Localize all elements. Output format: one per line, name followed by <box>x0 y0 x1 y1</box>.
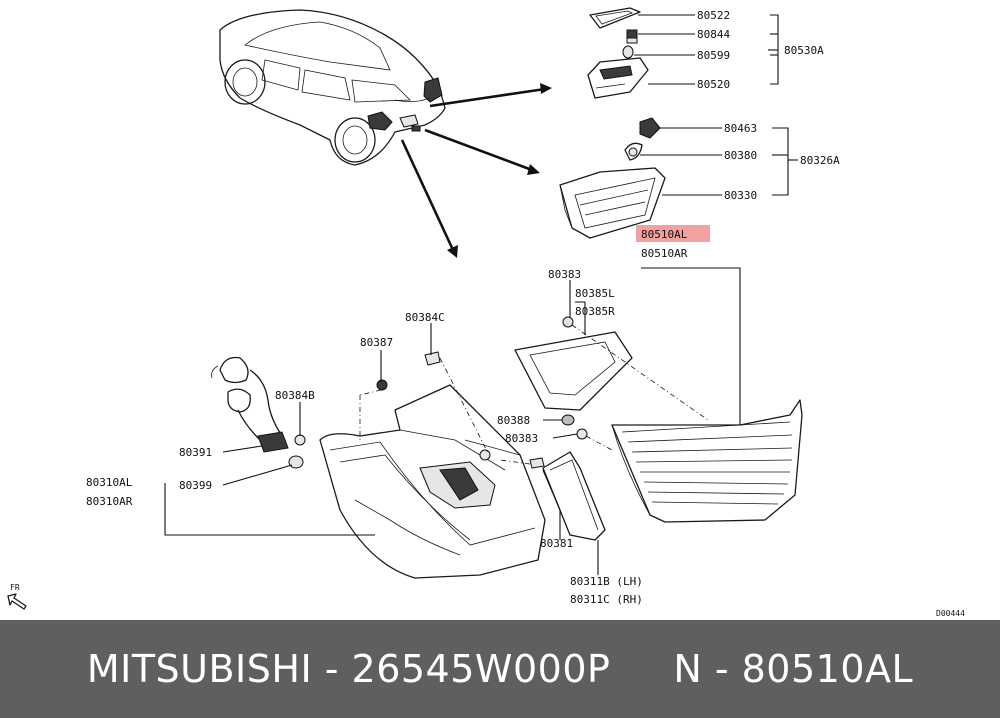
clip-80388 <box>561 414 575 426</box>
label-80599: 80599 <box>697 49 730 62</box>
label-80385l: 80385L <box>575 287 615 300</box>
label-80844: 80844 <box>697 28 730 41</box>
diagram-code: D00444 <box>936 609 965 618</box>
fr-arrow-icon <box>7 593 27 610</box>
inner-tail-lamp <box>611 399 803 523</box>
outer-tail-lamp <box>319 384 546 579</box>
screw-80384c <box>424 351 441 366</box>
label-80391: 80391 <box>179 446 212 459</box>
label-80385r: 80385R <box>575 305 615 318</box>
label-80310al: 80310AL <box>86 476 133 489</box>
label-80311b: 80311B (LH) <box>570 575 643 588</box>
label-80388: 80388 <box>497 414 530 427</box>
label-80387: 80387 <box>360 336 393 349</box>
label-80330: 80330 <box>724 189 757 202</box>
nut-80387 <box>376 379 388 391</box>
inner-lamp-leaders <box>543 267 741 451</box>
clip-80383 <box>576 428 588 440</box>
label-80383-top: 80383 <box>548 268 581 281</box>
fastener-lamp <box>479 449 491 461</box>
license-lamp-leaders <box>634 14 779 85</box>
fr-label: FR <box>10 583 20 592</box>
screw-80381 <box>529 457 545 469</box>
label-80383-mid: 80383 <box>505 432 538 445</box>
license-lamp-assembly <box>587 7 649 99</box>
footer-part-number: MITSUBISHI - 26545W000P N - 80510AL <box>86 647 914 691</box>
front-direction-indicator: FR <box>7 583 27 610</box>
backup-lamp-leaders <box>640 127 798 196</box>
label-80463: 80463 <box>724 122 757 135</box>
label-80384b: 80384B <box>275 389 315 402</box>
label-80311c: 80311C (RH) <box>570 593 643 606</box>
outer-lamp-trim <box>542 451 606 541</box>
label-80530a: 80530A <box>784 44 824 57</box>
highlight-box-80510al <box>636 225 710 242</box>
outer-lamp-leaders <box>164 323 599 575</box>
label-80310ar: 80310AR <box>86 495 133 508</box>
label-80381: 80381 <box>540 537 573 550</box>
nut-80384b <box>294 434 306 446</box>
callout-arrows <box>400 83 552 258</box>
label-80520: 80520 <box>697 78 730 91</box>
label-80384c: 80384C <box>405 311 445 324</box>
inner-lamp-gasket <box>514 316 633 411</box>
label-80399: 80399 <box>179 479 212 492</box>
label-80522: 80522 <box>697 9 730 22</box>
label-80380: 80380 <box>724 149 757 162</box>
label-80510al: 80510AL <box>641 228 688 241</box>
backup-lamp-assembly <box>559 117 666 239</box>
footer-bar: MITSUBISHI - 26545W000P N - 80510AL <box>0 620 1000 718</box>
exploded-parts-diagram: 80522 80844 80599 80520 80530A 80463 803… <box>7 7 965 618</box>
label-80510ar: 80510AR <box>641 247 688 260</box>
car-illustration <box>219 9 446 166</box>
lamp-wiring-harness <box>211 356 304 469</box>
label-80326a: 80326A <box>800 154 840 167</box>
